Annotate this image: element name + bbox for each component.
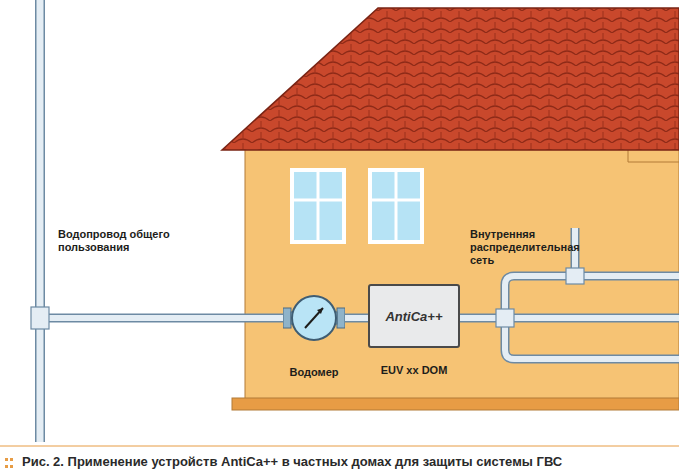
meter-symbol [283, 292, 345, 344]
device-logo: AntiCa++ [381, 310, 446, 323]
device-label: EUV xx DOM [368, 364, 460, 377]
device-body: AntiCa++ [368, 284, 460, 348]
pipe-label: Внутренняя распределительная сеть [470, 228, 580, 267]
meter-label: Водомер [283, 366, 345, 379]
figure-caption: Рис. 2. Применение устройств AntiCa++ в … [22, 454, 562, 469]
pipe-connector [345, 318, 368, 319]
pipe-label: Водопровод общего пользования [58, 228, 198, 254]
water-meter: Водомер [283, 292, 345, 379]
scale-device: AntiCa++ EUV xx DOM [368, 284, 460, 377]
